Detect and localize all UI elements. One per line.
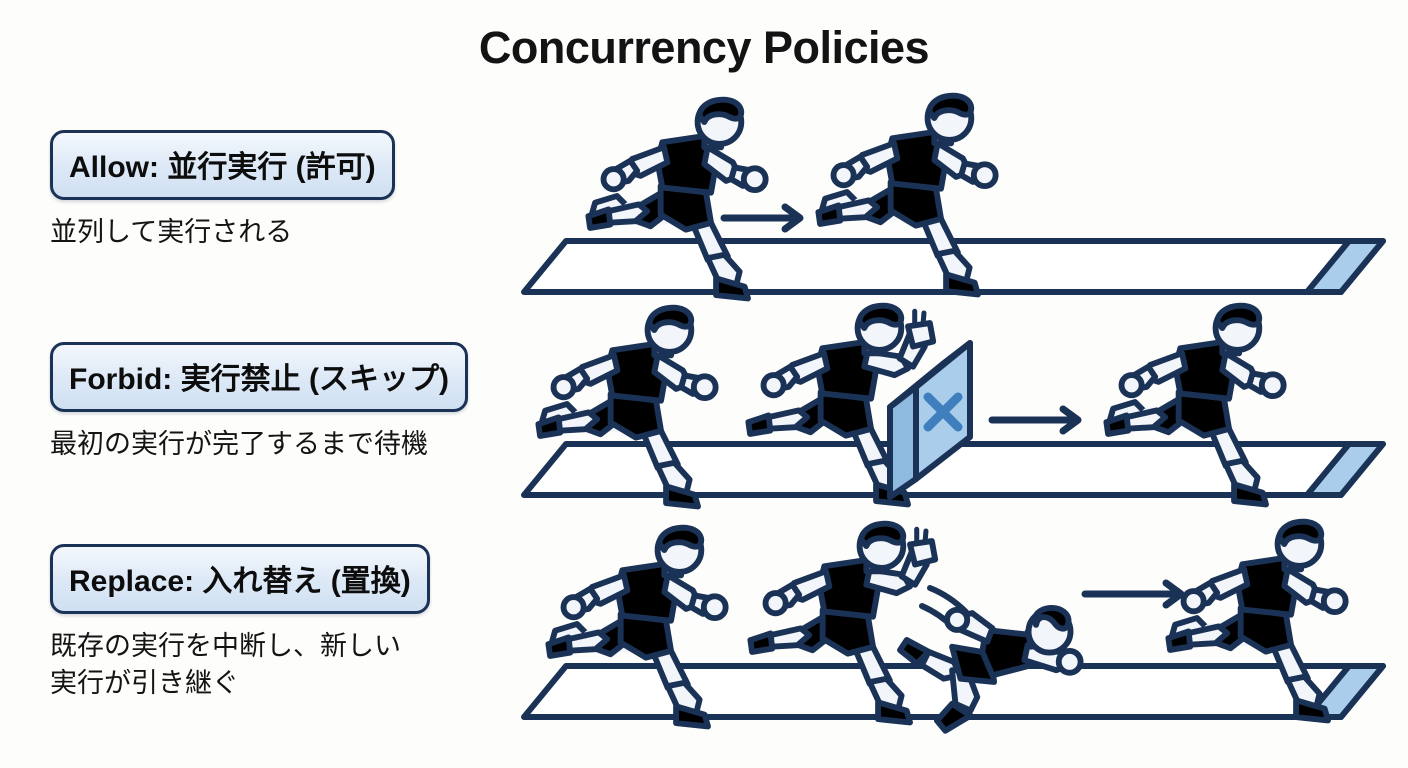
caption-replace-line1: 既存の実行を中断し、新しい <box>50 631 401 661</box>
page-title: Concurrency Policies <box>478 22 930 73</box>
row-replace-label: Replace: 入れ替え (置換) 既存の実行を中断し、新しい 実行が引き継ぐ <box>50 544 430 701</box>
arrow-replace <box>1081 579 1185 609</box>
caption-allow: 並列して実行される <box>50 217 293 247</box>
track-forbid <box>521 441 1386 498</box>
caption-forbid: 最初の実行が完了するまで待機 <box>50 429 428 459</box>
row-allow-label: Allow: 並行実行 (許可) 並列して実行される <box>50 130 395 251</box>
arrow-allow <box>720 203 804 233</box>
barrier-wall <box>887 340 973 500</box>
scene-forbid <box>521 306 1386 507</box>
badge-allow: Allow: 並行実行 (許可) <box>50 130 395 200</box>
badge-forbid: Forbid: 実行禁止 (スキップ) <box>50 342 468 412</box>
scene-replace <box>521 522 1386 731</box>
scene-allow <box>521 96 1386 299</box>
caption-replace: 既存の実行を中断し、新しい 実行が引き継ぐ <box>50 628 430 701</box>
row-forbid-label: Forbid: 実行禁止 (スキップ) 最初の実行が完了するまで待機 <box>50 342 468 463</box>
caption-replace-line2: 実行が引き継ぐ <box>50 667 239 698</box>
arrow-forbid <box>988 405 1082 435</box>
badge-replace: Replace: 入れ替え (置換) <box>50 544 430 614</box>
